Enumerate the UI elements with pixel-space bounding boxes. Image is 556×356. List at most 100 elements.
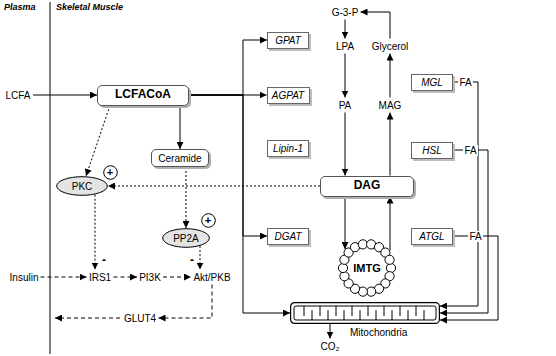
node-text: Akt/PKB bbox=[193, 272, 230, 283]
metabolite-label: MAG bbox=[379, 100, 402, 111]
connector bbox=[361, 12, 391, 39]
sign-circle: + bbox=[201, 213, 216, 228]
metabolite-label: LCFA bbox=[5, 90, 31, 101]
signal-label: Akt/PKB bbox=[193, 272, 231, 283]
droplet-bead bbox=[386, 263, 395, 272]
connector bbox=[345, 20, 346, 39]
inhibition-sign: - bbox=[190, 254, 194, 267]
region-heading: Plasma bbox=[4, 3, 36, 13]
node-text: PA bbox=[339, 100, 352, 111]
node-text: G-3-P bbox=[332, 7, 359, 18]
node-text: Ceramide bbox=[158, 153, 201, 164]
connector bbox=[390, 113, 391, 176]
connector bbox=[95, 195, 96, 270]
droplet-bead bbox=[340, 272, 349, 281]
node-text: PI3K bbox=[139, 272, 161, 283]
node-text: ATGL bbox=[419, 231, 444, 242]
connector bbox=[159, 285, 213, 319]
node-text: Lipin-1 bbox=[273, 143, 303, 154]
droplet-bead bbox=[338, 263, 347, 272]
node-text: PKC bbox=[72, 181, 93, 192]
cristae bbox=[304, 306, 424, 320]
node-text: DGAT bbox=[274, 231, 301, 242]
enzyme-box: DGAT bbox=[267, 228, 309, 245]
droplet-bead bbox=[385, 255, 394, 264]
metabolite-label: G-3-P bbox=[332, 7, 359, 18]
connector bbox=[330, 324, 331, 339]
connector bbox=[200, 246, 201, 269]
enzyme-box: AGPAT bbox=[267, 87, 310, 104]
node-text: LCFA bbox=[5, 90, 30, 101]
connector bbox=[345, 54, 346, 98]
inhibition-sign: - bbox=[102, 254, 106, 267]
node-text: GLUT4 bbox=[124, 313, 156, 324]
node-text: IMTG bbox=[353, 262, 381, 274]
connector bbox=[390, 54, 391, 98]
signal-label: GLUT4 bbox=[124, 313, 157, 324]
enzyme-ellipse: PKC bbox=[56, 176, 108, 196]
node-text: Glycerol bbox=[372, 41, 409, 52]
node-text: HSL bbox=[422, 145, 441, 156]
connector bbox=[186, 167, 187, 228]
connector bbox=[440, 236, 498, 320]
connector bbox=[189, 40, 267, 95]
circle-outline bbox=[103, 165, 117, 179]
connector bbox=[114, 277, 138, 278]
enzyme-box: HSL bbox=[411, 142, 453, 159]
node-text: LPA bbox=[336, 41, 354, 52]
node-text: MAG bbox=[379, 100, 402, 111]
connector bbox=[163, 277, 191, 278]
plasma-membrane-line bbox=[50, 2, 51, 354]
shape-outline bbox=[290, 302, 440, 324]
edge-label: FA bbox=[458, 77, 472, 88]
sign-circle: + bbox=[103, 165, 118, 180]
connector bbox=[108, 186, 320, 187]
connector bbox=[33, 95, 97, 96]
metabolite-label: LPA bbox=[336, 41, 355, 52]
connector bbox=[180, 106, 181, 150]
node-text: + bbox=[107, 166, 113, 178]
node-text: MGL bbox=[421, 77, 443, 88]
node-text: GPAT bbox=[275, 35, 301, 46]
inner-membrane bbox=[294, 306, 436, 320]
metabolite-label: PA bbox=[339, 100, 352, 111]
signal-label: PI3K bbox=[139, 272, 161, 283]
enzyme-box: ATGL bbox=[411, 228, 453, 245]
droplet-bead bbox=[358, 240, 367, 249]
connector bbox=[390, 197, 391, 251]
node-text: + bbox=[205, 214, 211, 226]
signal-label: IRS1 bbox=[89, 272, 112, 283]
product-label: CO₂ bbox=[321, 341, 340, 352]
node-text: AGPAT bbox=[272, 90, 304, 101]
node-text: PP2A bbox=[173, 233, 199, 244]
node-text: LCFACoA bbox=[115, 88, 171, 101]
region-heading: Skeletal Muscle bbox=[56, 3, 123, 13]
edge-label: FA bbox=[463, 145, 477, 156]
node-text: IRS1 bbox=[89, 272, 111, 283]
node-text: Insulin bbox=[10, 272, 39, 283]
ellipse-outline bbox=[57, 177, 108, 196]
outer-membrane bbox=[291, 303, 440, 324]
connector bbox=[440, 82, 478, 306]
enzyme-box: GPAT bbox=[267, 32, 309, 49]
connector bbox=[345, 197, 346, 250]
circle-outline bbox=[201, 213, 215, 227]
connector bbox=[86, 106, 110, 177]
node-text: DAG bbox=[354, 179, 381, 192]
connector bbox=[345, 113, 346, 176]
caption-text: Mitochondria bbox=[350, 327, 407, 338]
metabolite-label: Glycerol bbox=[372, 41, 409, 52]
enzyme-ellipse: PP2A bbox=[162, 228, 210, 248]
node-text: CO₂ bbox=[321, 341, 340, 352]
enzyme-box: MGL bbox=[411, 74, 453, 91]
droplet-bead bbox=[367, 287, 376, 296]
metabolite-box: Ceramide bbox=[151, 149, 209, 167]
ellipse-outline bbox=[163, 229, 210, 248]
metabolite-box: LCFACoA bbox=[97, 85, 189, 106]
connector bbox=[41, 277, 87, 278]
metabolite-box: DAG bbox=[320, 176, 414, 197]
mitochondrion: Mitochondria bbox=[290, 302, 440, 324]
connector bbox=[189, 95, 290, 313]
translocation-arrow bbox=[55, 318, 120, 319]
